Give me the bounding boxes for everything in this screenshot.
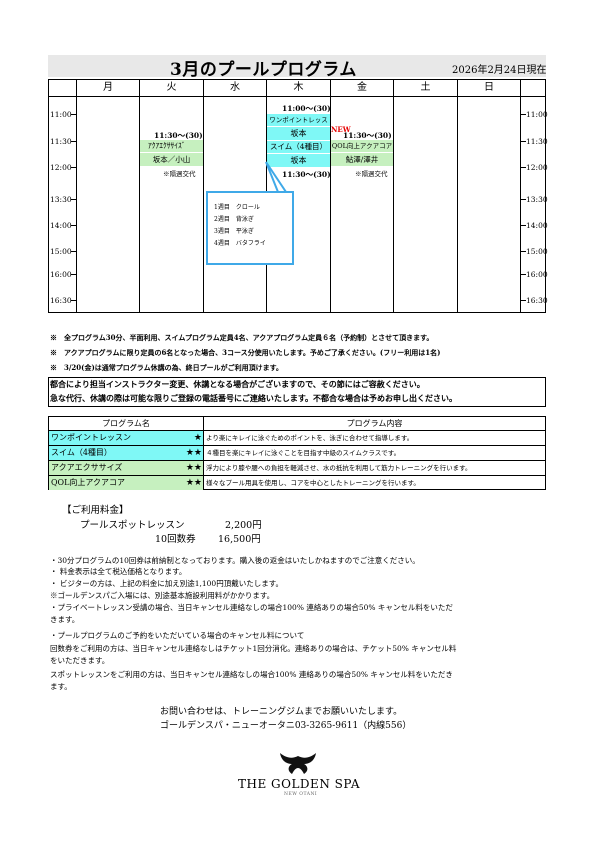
callout-week-4: 4週目 バタフライ (214, 240, 266, 247)
tue-note: ※隔週交代 (163, 170, 196, 178)
logo-subtitle: NEW OTANI (284, 792, 318, 797)
program-desc: より楽にキレイに泳ぐためのポイントを、泳ぎに合わせて指導します。 (206, 434, 414, 442)
program-desc: 様々なプール用具を使用し、コアを中心としたトレーニングを行います。 (206, 479, 420, 487)
program-name: スイム（4種目） (49, 446, 203, 460)
fri-program: QOL向上アクアコア (331, 140, 393, 152)
time-label: 14:00 (50, 221, 72, 230)
thu-slot2-program: スイム（4種目） (267, 141, 330, 153)
policy-line: ※ゴールデンスパご入場には、別途基本施設利用料がかかります。 (50, 591, 275, 600)
time-label: 16:30 (50, 296, 72, 305)
contact-line: お問い合わせは、トレーニングジムまでお願いいたします。 (160, 707, 403, 717)
policy-line: ・ ビジターの方は、上記の料金に加え別途1,100円頂戴いたします。 (50, 579, 283, 588)
callout-week-3: 3週目 平泳ぎ (214, 228, 254, 235)
time-label: 11:30 (526, 137, 548, 146)
warning-box (48, 377, 546, 407)
ticket-label: 10回数券 (155, 534, 196, 545)
grid-line (393, 79, 394, 313)
thu-slot1-program: ワンポイントレッスン (267, 114, 330, 136)
swim-rotation-callout (206, 191, 294, 265)
tue-slot-time: 11:30～(30) (154, 131, 203, 140)
program-desc-header: プログラム内容 (346, 419, 403, 428)
day-header-wed: 水 (230, 82, 240, 93)
warning-line: 急な代行、休講の際は可能な限りご登録の電話番号にご連絡いたします。不都合な場合は… (50, 393, 458, 403)
callout-week-1: 1週目 クロール (214, 204, 260, 211)
title-bar (48, 55, 546, 77)
spot-label: プールスポットレッスン (80, 520, 185, 531)
policy-line: をいただきます。 (50, 656, 110, 665)
time-label: 13:30 (50, 195, 72, 204)
grid-line (76, 79, 77, 313)
grid-line (203, 79, 204, 313)
program-stars: ★ (193, 433, 202, 443)
golden-spa-logo-mark (280, 753, 316, 774)
time-label: 16:30 (526, 296, 548, 305)
program-name-header: プログラム名 (102, 419, 150, 428)
thu-slot1-time: 11:00～(30) (282, 104, 331, 113)
program-stars: ★★ (185, 478, 202, 488)
time-label: 14:00 (526, 221, 548, 230)
program-name: ワンポイントレッスン (49, 431, 203, 445)
policy-line: きます。 (50, 615, 80, 624)
time-label: 16:00 (526, 270, 548, 279)
time-label: 11:00 (50, 110, 72, 119)
note-line: ※ 3/20(金)は通常プログラム休講の為、終日プールがご利用頂けます。 (50, 363, 283, 372)
grid-line (520, 79, 521, 313)
day-header-tue: 火 (166, 82, 177, 93)
policy-line: 回数券をご利用の方は、当日キャンセル連絡なしはチケット1回分消化。連絡ありの場合… (50, 644, 457, 653)
program-stars: ★★ (185, 463, 202, 473)
timetable (48, 79, 546, 313)
callout-pointer (265, 161, 288, 193)
callout-week-2: 2週目 背泳ぎ (214, 216, 254, 223)
spot-price: 2,200円 (225, 520, 262, 531)
grid-line (139, 79, 140, 313)
time-label: 15:00 (526, 247, 548, 256)
grid-line (457, 79, 458, 313)
grid-line (48, 96, 546, 97)
day-header-sat: 土 (420, 82, 431, 93)
contact-phone: ゴールデンスパ・ニューオータニ03-3265-9611（内線556） (160, 721, 412, 731)
page-title: 3月のプールプログラム (170, 60, 357, 80)
note-line: ※ 全プログラム30分、半面利用、スイムプログラム定員4名、アクアプログラム定員… (50, 333, 434, 342)
program-name: アクアエクササイズ (49, 461, 203, 475)
program-desc: ４種目を楽にキレイに泳ぐことを目指す中級のスイムクラスです。 (206, 449, 401, 457)
policy-line: スポットレッスンをご利用の方は、当日キャンセル連絡なしの場合100% 連絡ありの… (50, 670, 453, 679)
ticket-price: 16,500円 (218, 534, 261, 545)
new-badge: NEW (331, 125, 351, 134)
grid-line (330, 79, 331, 313)
fri-slot-time: 11:30～(30) (343, 131, 392, 140)
time-label: 15:00 (50, 247, 72, 256)
policy-line: ・30分プログラムの10回券は前納制となっております。購入後の返金はいたしかねま… (50, 556, 420, 565)
day-header-thu: 木 (293, 82, 304, 93)
fri-note: ※隔週交代 (355, 170, 388, 178)
day-header-sun: 日 (484, 82, 494, 93)
fri-instructor: 鮎澤/澤井 (331, 153, 393, 166)
thu-slot1-instructor: 坂本 (267, 127, 330, 140)
time-label: 12:00 (526, 163, 548, 172)
thu-after-time: 11:30～(30) (282, 170, 331, 179)
program-desc: 浮力により膝や腰への負担を軽減させ、水の抵抗を利用して筋力トレーニングを行います… (206, 464, 472, 472)
tue-instructor: 坂本／小山 (140, 153, 203, 166)
tue-program: ｱｸｱｴｸｻｻｲｽﾞ (140, 140, 203, 152)
day-header-fri: 金 (357, 82, 367, 93)
policy-line: ・ 料金表示は全て税込価格となります。 (50, 567, 187, 576)
time-label: 12:00 (50, 163, 72, 172)
policy-line: ・プライベートレッスン受講の場合、当日キャンセル連絡なしの場合100% 連絡あり… (50, 603, 453, 612)
note-line: ※ アクアプログラムに限り定員の6名となった場合、3コース分使用いたします。予め… (50, 348, 441, 357)
thu-slot2-instructor: 坂本 (267, 154, 330, 167)
policy-line: ・プールプログラムのご予約をいただいている場合のキャンセル料について (50, 631, 305, 640)
time-label: 11:30 (50, 137, 72, 146)
warning-line: 都合により担当インストラクター変更、休講となる場合がございますので、その節にはご… (50, 379, 425, 389)
time-label: 13:30 (526, 195, 548, 204)
time-label: 16:00 (50, 270, 72, 279)
program-table (48, 416, 546, 490)
as-of-date: 2026年2月24日現在 (452, 65, 547, 76)
program-name: QOL向上アクアコア (49, 476, 203, 490)
time-label: 11:00 (526, 110, 548, 119)
program-stars: ★★ (185, 448, 202, 458)
fees-title: 【ご利用料金】 (62, 505, 129, 516)
logo-name: THE GOLDEN SPA (238, 777, 360, 791)
day-header-mon: 月 (103, 82, 113, 93)
policy-line: ます。 (50, 682, 72, 691)
